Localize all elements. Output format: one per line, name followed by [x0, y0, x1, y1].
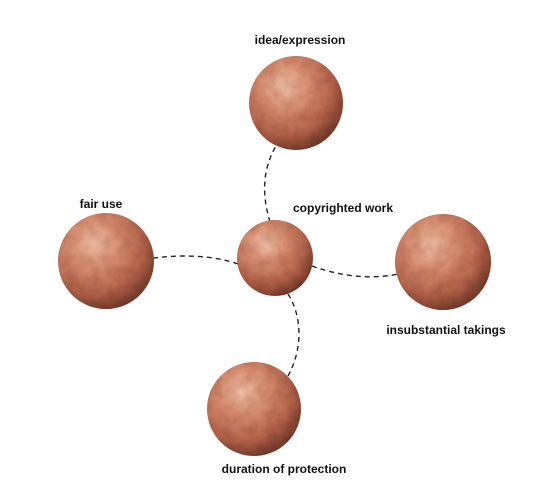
label-top: idea/expression [255, 33, 346, 47]
label-left: fair use [80, 197, 123, 211]
connector-center-right [311, 265, 399, 278]
label-center: copyrighted work [293, 201, 393, 215]
sphere-right [395, 214, 491, 310]
connector-center-top [263, 145, 277, 223]
connector-center-left [153, 255, 239, 265]
label-bottom: duration of protection [222, 462, 347, 476]
connector-center-bottom [287, 293, 300, 377]
sphere-top [249, 56, 343, 150]
sphere-center [237, 220, 313, 296]
sphere-bottom [207, 362, 301, 456]
sphere-left [58, 213, 154, 309]
label-right: insubstantial takings [386, 323, 506, 337]
